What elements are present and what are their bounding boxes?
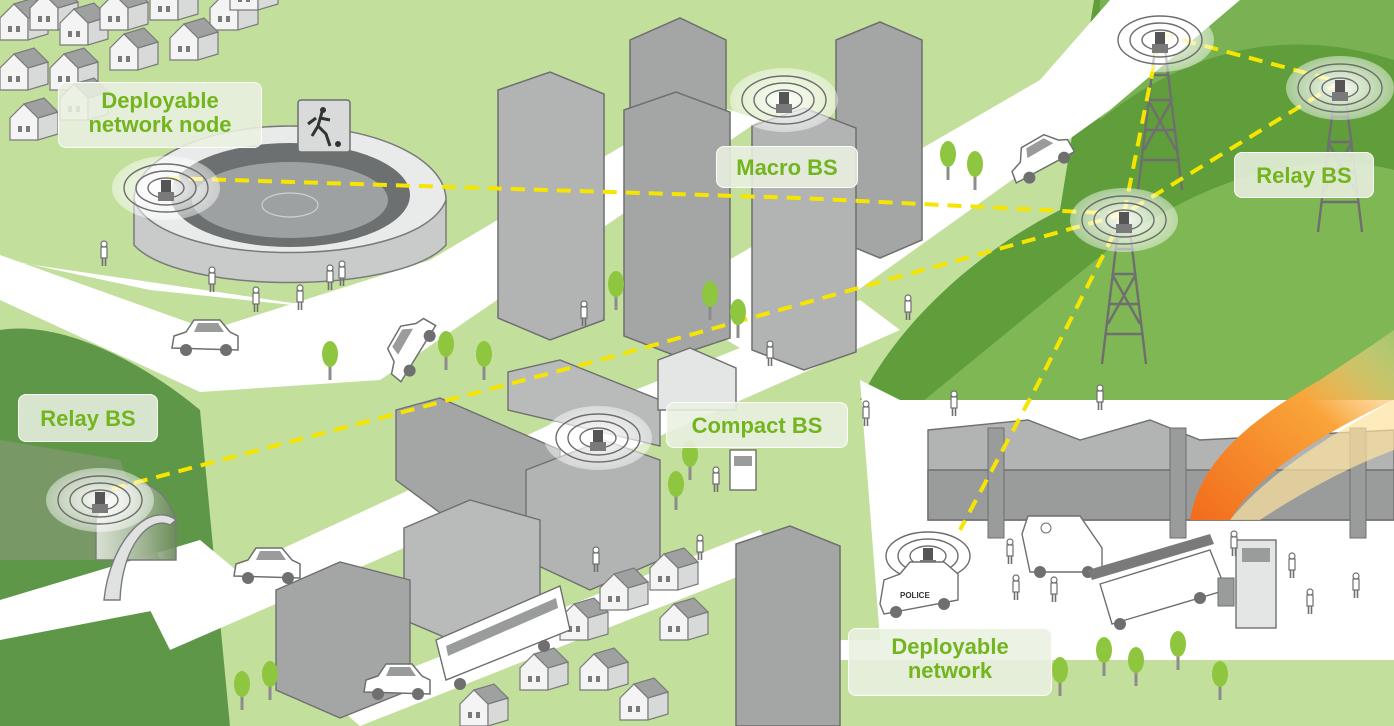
antenna-macro-bs [729,67,839,133]
antenna-relay-top-left [1105,7,1215,73]
police-car: POLICE [879,561,959,618]
antenna-compact-bs [543,405,653,471]
antenna-deployable-node [111,155,221,221]
label-compact-bs: Compact BS [666,402,848,448]
label-macro-bs: Macro BS [716,146,858,188]
police-sign: POLICE [900,591,930,600]
vehicles: POLICE [171,124,1277,701]
van [729,449,757,491]
command-vehicle [1217,539,1277,629]
antenna-relay-top-right [1285,55,1394,121]
label-deployable-network-node: Deployable network node [58,82,262,148]
fire [1190,330,1394,520]
antenna-relay-tunnel [45,467,155,533]
label-relay-bs-right: Relay BS [1234,152,1374,198]
bus [435,585,571,690]
ambulance [1021,515,1103,578]
label-deployable-network: Deployable network [848,628,1052,696]
antenna-relay-main [1069,187,1179,253]
label-relay-bs-left: Relay BS [18,394,158,442]
